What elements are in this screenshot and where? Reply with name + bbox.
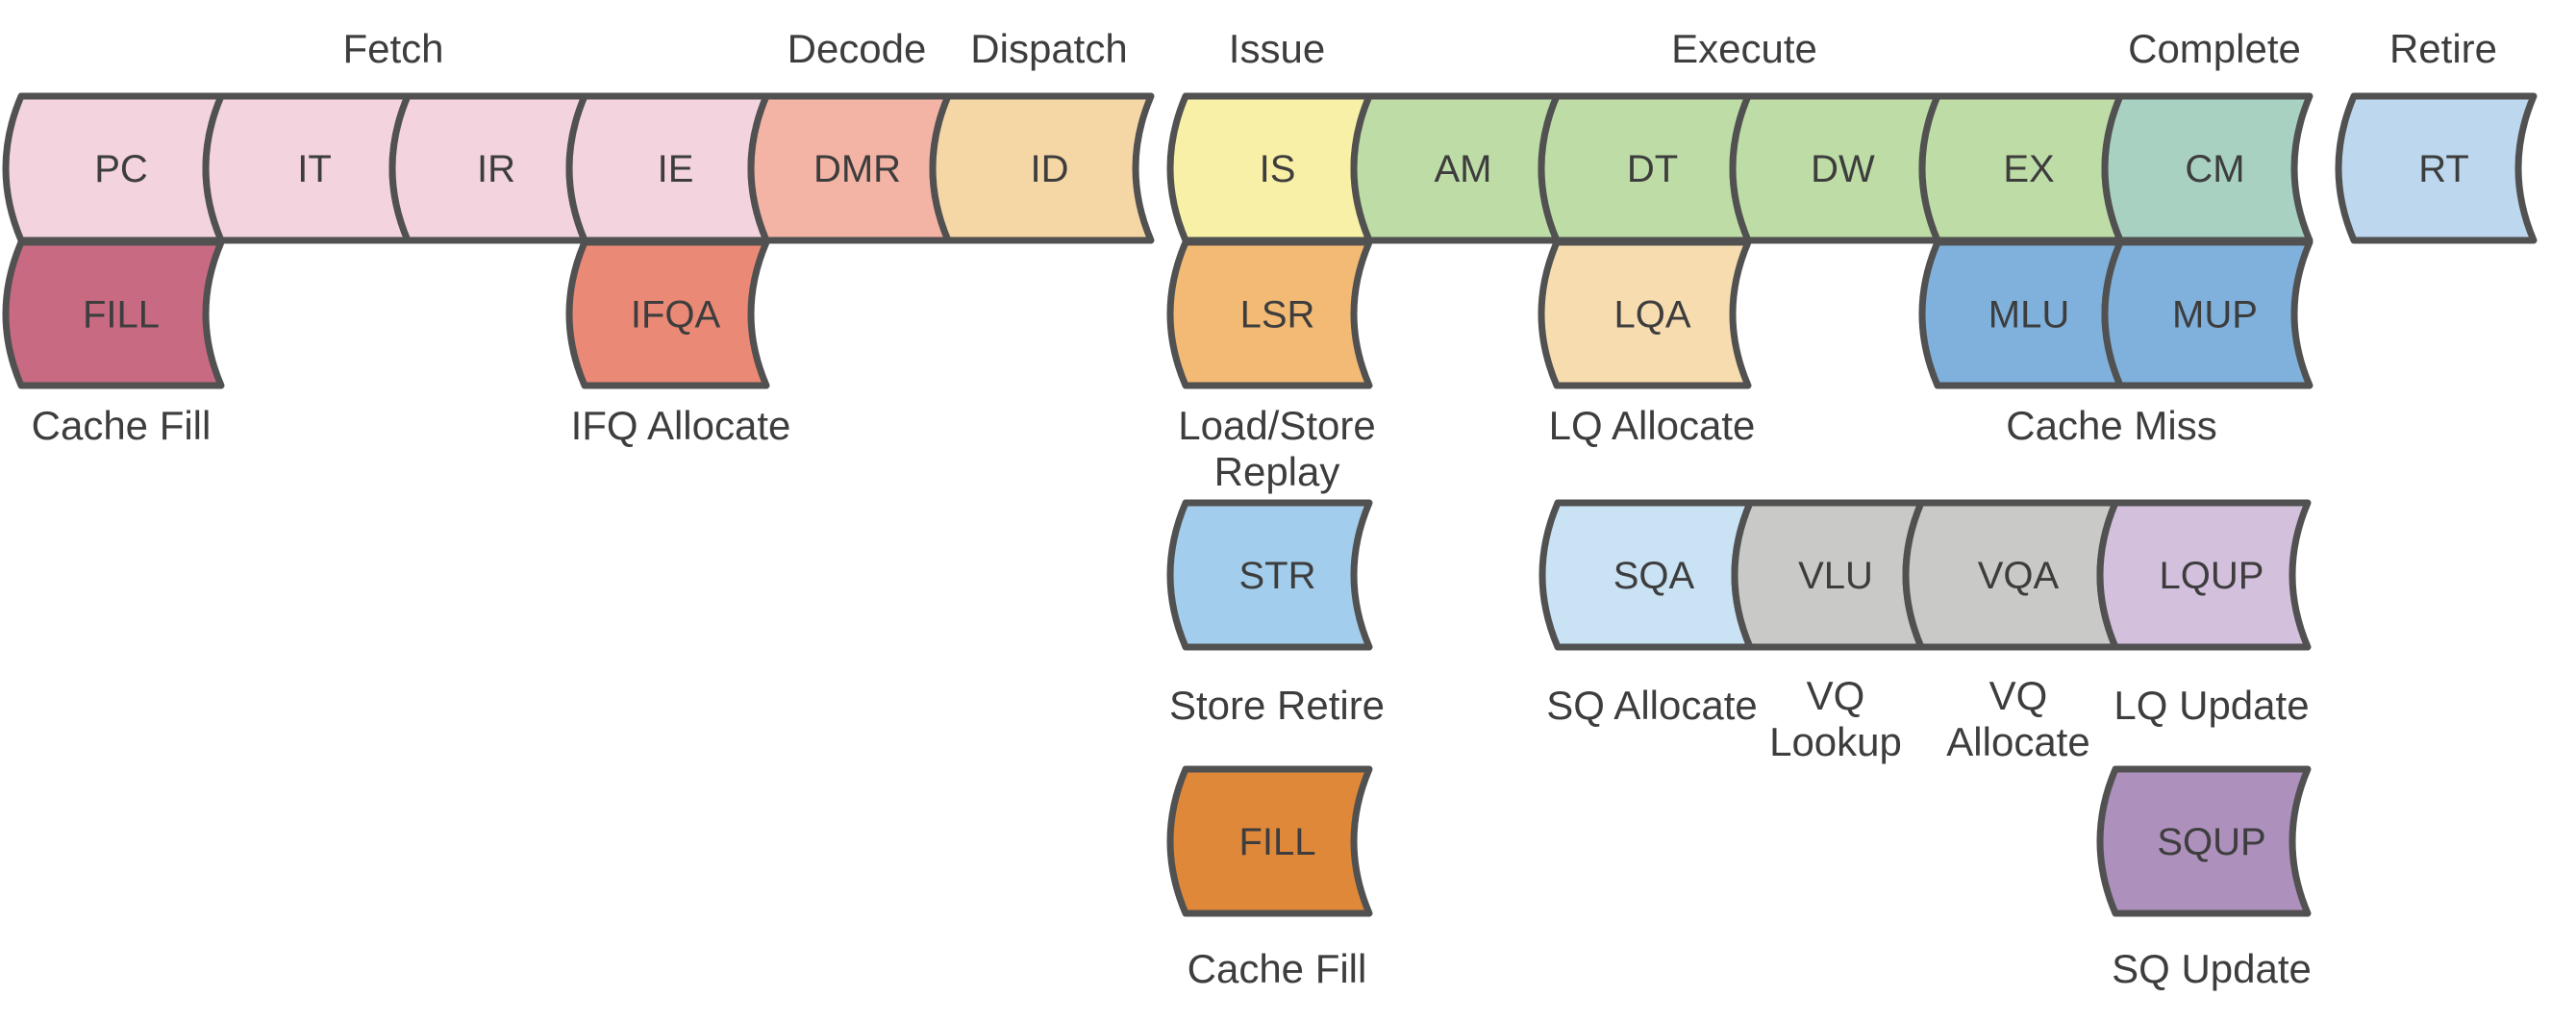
stage-id-label: ID bbox=[1031, 148, 1069, 190]
group-label-execute: Execute bbox=[1671, 26, 1817, 71]
stage-vlu-label: VLU bbox=[1798, 555, 1873, 597]
caption-load-store-replay-line1: Load/Store bbox=[1178, 403, 1376, 448]
stage-lsr-label: LSR bbox=[1240, 294, 1315, 337]
stage-id-shape bbox=[929, 92, 1155, 244]
stage-lqup-shape bbox=[2096, 499, 2312, 651]
stage-vqa-label: VQA bbox=[1978, 555, 2060, 597]
caption-load-store-replay-line2: Replay bbox=[1214, 449, 1340, 494]
caption-vq-lookup-line2: Lookup bbox=[1769, 719, 1902, 764]
stage-squp-label: SQUP bbox=[2157, 821, 2265, 863]
stage-fill-if-shape bbox=[2, 238, 225, 389]
stage-mlu-label: MLU bbox=[1988, 294, 2069, 337]
stage-ex-label: EX bbox=[2003, 148, 2054, 190]
stage-fill-if-label: FILL bbox=[83, 294, 160, 337]
group-label-fetch: Fetch bbox=[342, 26, 443, 71]
caption-store-retire: Store Retire bbox=[1169, 683, 1385, 728]
stage-fill-ls-label: FILL bbox=[1238, 821, 1315, 863]
stage-fill-ls-shape bbox=[1166, 765, 1373, 917]
group-label-issue: Issue bbox=[1229, 26, 1325, 71]
caption-cache-fill-ls: Cache Fill bbox=[1188, 946, 1367, 991]
group-label-retire: Retire bbox=[2389, 26, 2497, 71]
caption-sq-allocate: SQ Allocate bbox=[1546, 683, 1757, 728]
stage-lqa-label: LQA bbox=[1613, 294, 1690, 337]
caption-cache-miss: Cache Miss bbox=[2006, 403, 2216, 448]
stage-lsr-shape bbox=[1166, 238, 1373, 389]
stage-it-label: IT bbox=[297, 148, 332, 190]
caption-vq-allocate-line2: Allocate bbox=[1946, 719, 2089, 764]
stage-pc-label: PC bbox=[94, 148, 148, 190]
caption-cache-fill-fetch: Cache Fill bbox=[32, 403, 212, 448]
stage-dt-label: DT bbox=[1627, 148, 1678, 190]
stage-is-label: IS bbox=[1260, 148, 1296, 190]
stage-str-label: STR bbox=[1239, 555, 1316, 597]
caption-lq-update: LQ Update bbox=[2113, 683, 2309, 728]
caption-lq-allocate: LQ Allocate bbox=[1549, 403, 1756, 448]
stage-squp-shape bbox=[2096, 765, 2312, 917]
stage-dw-label: DW bbox=[1811, 148, 1875, 190]
caption-ifq-allocate: IFQ Allocate bbox=[571, 403, 791, 448]
caption-sq-update: SQ Update bbox=[2112, 946, 2312, 991]
stage-lqup-label: LQUP bbox=[2160, 555, 2264, 597]
stage-sqa-label: SQA bbox=[1613, 555, 1695, 597]
group-label-complete: Complete bbox=[2128, 26, 2301, 71]
group-label-dispatch: Dispatch bbox=[970, 26, 1127, 71]
stage-str-shape bbox=[1166, 499, 1373, 651]
stage-ie-label: IE bbox=[658, 148, 694, 190]
stage-mup-shape bbox=[2101, 238, 2313, 389]
stage-mup-label: MUP bbox=[2172, 294, 2258, 337]
stage-cm-label: CM bbox=[2185, 148, 2244, 190]
stage-dmr-label: DMR bbox=[813, 148, 901, 190]
stage-ifqa-shape bbox=[565, 238, 770, 389]
stage-rt-label: RT bbox=[2418, 148, 2469, 190]
caption-vq-lookup-line1: VQ bbox=[1807, 673, 1865, 718]
stage-ifqa-label: IFQA bbox=[631, 294, 721, 337]
stage-rt-shape bbox=[2335, 92, 2538, 244]
stage-am-label: AM bbox=[1435, 148, 1492, 190]
caption-vq-allocate-line1: VQ bbox=[1989, 673, 2048, 718]
stage-lqa-shape bbox=[1538, 238, 1752, 389]
stage-ir-label: IR bbox=[477, 148, 515, 190]
group-label-decode: Decode bbox=[788, 26, 927, 71]
